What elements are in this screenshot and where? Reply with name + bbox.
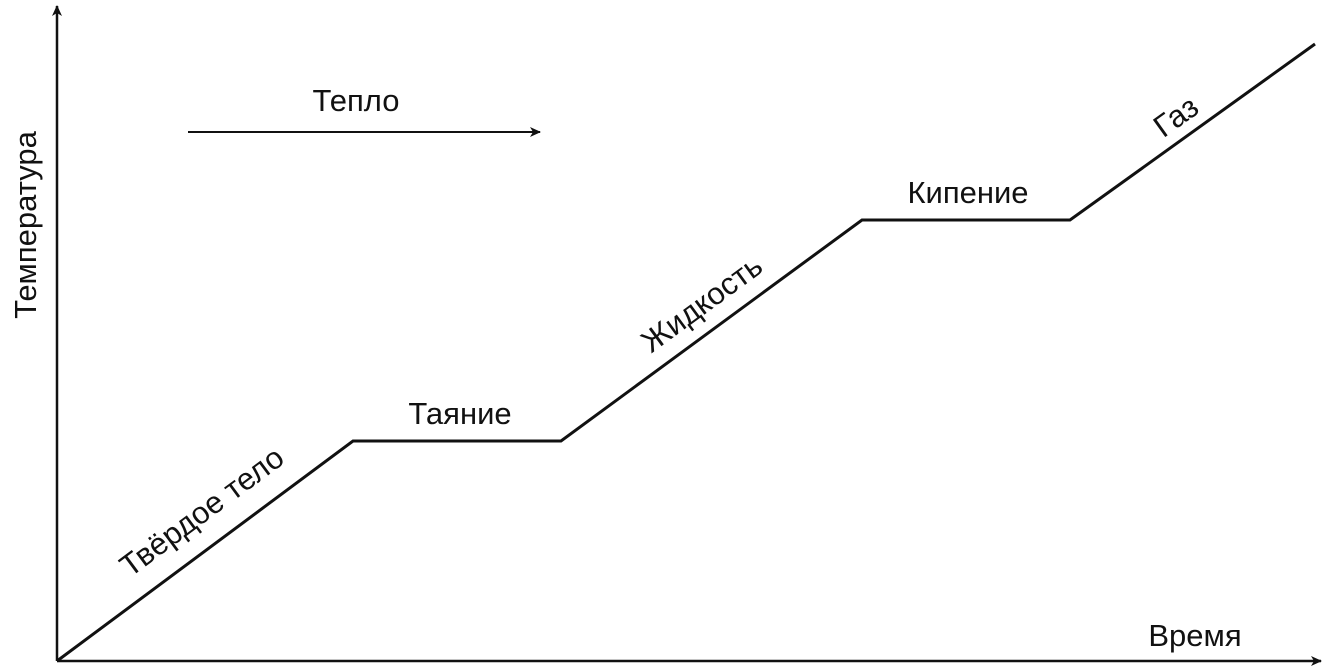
heat-label: Тепло	[313, 83, 400, 118]
segment-label-solid: Твёрдое тело	[113, 439, 290, 583]
y-axis-label: Температура	[8, 130, 43, 319]
segment-label-boiling: Кипение	[907, 175, 1028, 210]
segment-label-melting: Таяние	[408, 396, 511, 431]
heating-curve-line	[56, 42, 1316, 663]
x-axis-label: Время	[1148, 618, 1241, 653]
segment-label-gas: Газ	[1147, 89, 1205, 144]
